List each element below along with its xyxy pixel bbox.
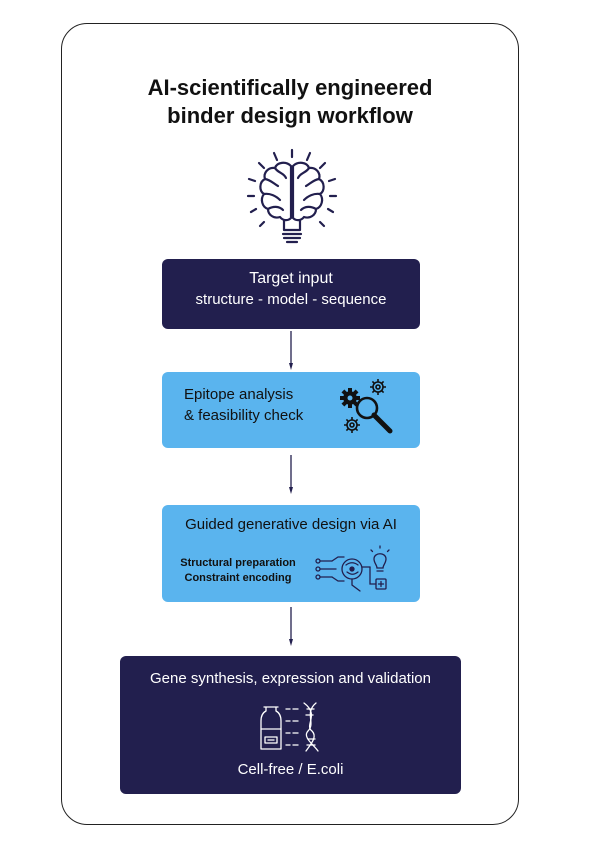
step-2-title-line-1: Epitope analysis <box>184 386 294 403</box>
step-3-details: Structural preparation Constraint encodi… <box>178 556 298 586</box>
page-title: AI-scientifically engineered binder desi… <box>61 74 519 130</box>
arrow-3 <box>289 607 293 646</box>
arrow-1 <box>289 331 293 370</box>
step-1-subtitle: structure - model - sequence <box>195 291 387 308</box>
step-3-detail-2: Constraint encoding <box>184 572 292 584</box>
step-3-title: Guided generative design via AI <box>185 516 397 533</box>
gears-magnifier-icon <box>340 379 393 434</box>
arrow-2 <box>289 455 293 494</box>
step-3-detail-1: Structural preparation <box>180 557 296 569</box>
step-2-title-line-2: & feasibility check <box>184 407 304 424</box>
circuit-lightbulb-icon <box>315 545 390 592</box>
step-epitope-analysis: Epitope analysis & feasibility check <box>162 372 420 448</box>
title-line-1: AI-scientifically engineered <box>147 75 433 100</box>
step-4-subtitle: Cell-free / E.coli <box>237 761 344 778</box>
title-line-2: binder design workflow <box>167 103 413 128</box>
step-generative-design: Guided generative design via AI Structur… <box>162 505 420 602</box>
lab-flask-dna-icon <box>260 702 319 752</box>
step-4-title: Gene synthesis, expression and validatio… <box>149 670 431 687</box>
brain-lightbulb-icon <box>246 148 338 244</box>
step-target-input: Target input structure - model - sequenc… <box>162 259 420 329</box>
step-gene-synthesis: Gene synthesis, expression and validatio… <box>120 656 461 794</box>
step-1-title: Target input <box>249 270 333 287</box>
step-2-title: Epitope analysis & feasibility check <box>184 384 303 426</box>
